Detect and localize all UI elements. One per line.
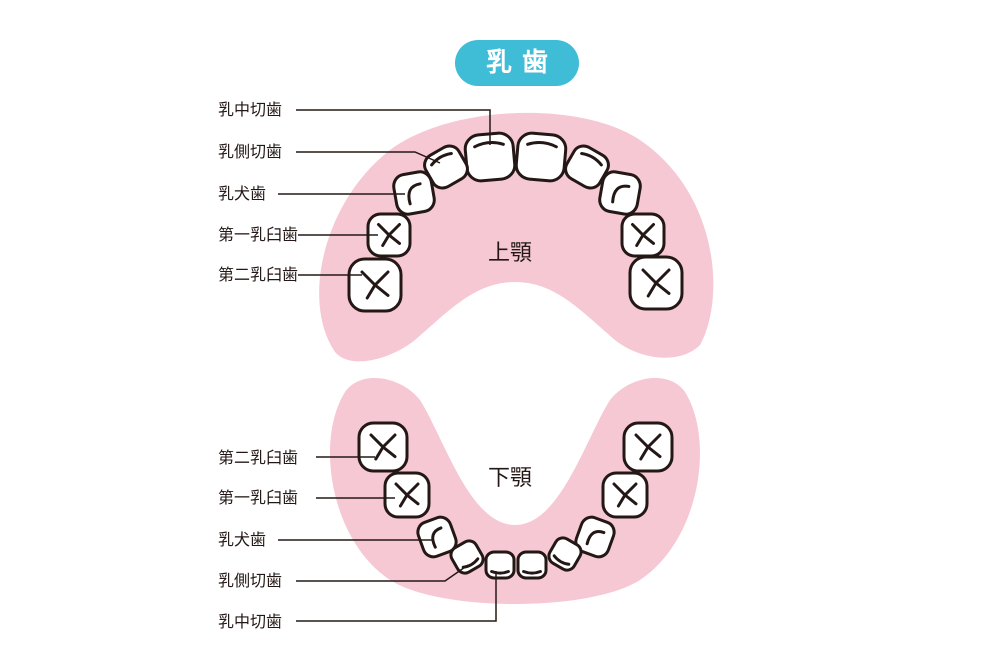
upper-left-second-molar xyxy=(347,257,403,313)
upper-label-second-molar: 第二乳臼歯 xyxy=(218,265,299,284)
upper-label-central-incisor: 乳中切歯 xyxy=(218,100,283,119)
leader-line xyxy=(296,564,469,582)
leader-line xyxy=(296,151,441,164)
lower-right-second-molar xyxy=(622,421,674,473)
lower-left-second-molar xyxy=(357,421,409,473)
upper-right-first-molar xyxy=(620,212,666,258)
leader-line xyxy=(296,109,491,145)
lower-right-canine xyxy=(574,515,616,559)
lower-label-first-molar: 第一乳臼歯 xyxy=(218,488,299,507)
lower-right-first-molar xyxy=(601,471,649,519)
upper-label-lateral-incisor: 乳側切歯 xyxy=(218,142,283,161)
lower-label-central-incisor: 乳中切歯 xyxy=(218,612,283,631)
lower-left-lateral-incisor xyxy=(449,539,485,575)
upper-jaw-label: 上顎 xyxy=(488,241,533,266)
leader-line xyxy=(296,571,497,622)
upper-left-canine xyxy=(392,170,436,216)
lower-label-canine: 乳犬歯 xyxy=(218,530,267,549)
lower-right-central-incisor xyxy=(516,550,548,580)
lower-left-canine xyxy=(416,515,458,559)
lower-jaw-label: 下顎 xyxy=(488,466,533,491)
upper-label-canine: 乳犬歯 xyxy=(218,184,267,203)
upper-label-first-molar: 第一乳臼歯 xyxy=(218,225,299,244)
upper-right-central-incisor xyxy=(514,131,568,183)
lower-left-central-incisor xyxy=(484,550,516,580)
lower-label-second-molar: 第二乳臼歯 xyxy=(218,448,299,467)
upper-left-central-incisor xyxy=(463,131,517,183)
upper-right-canine xyxy=(598,170,642,216)
upper-right-second-molar xyxy=(628,255,684,311)
lower-left-first-molar xyxy=(383,471,431,519)
title-badge: 乳歯 xyxy=(455,40,579,86)
lower-label-lateral-incisor: 乳側切歯 xyxy=(218,571,283,590)
lower-right-lateral-incisor xyxy=(547,536,583,572)
